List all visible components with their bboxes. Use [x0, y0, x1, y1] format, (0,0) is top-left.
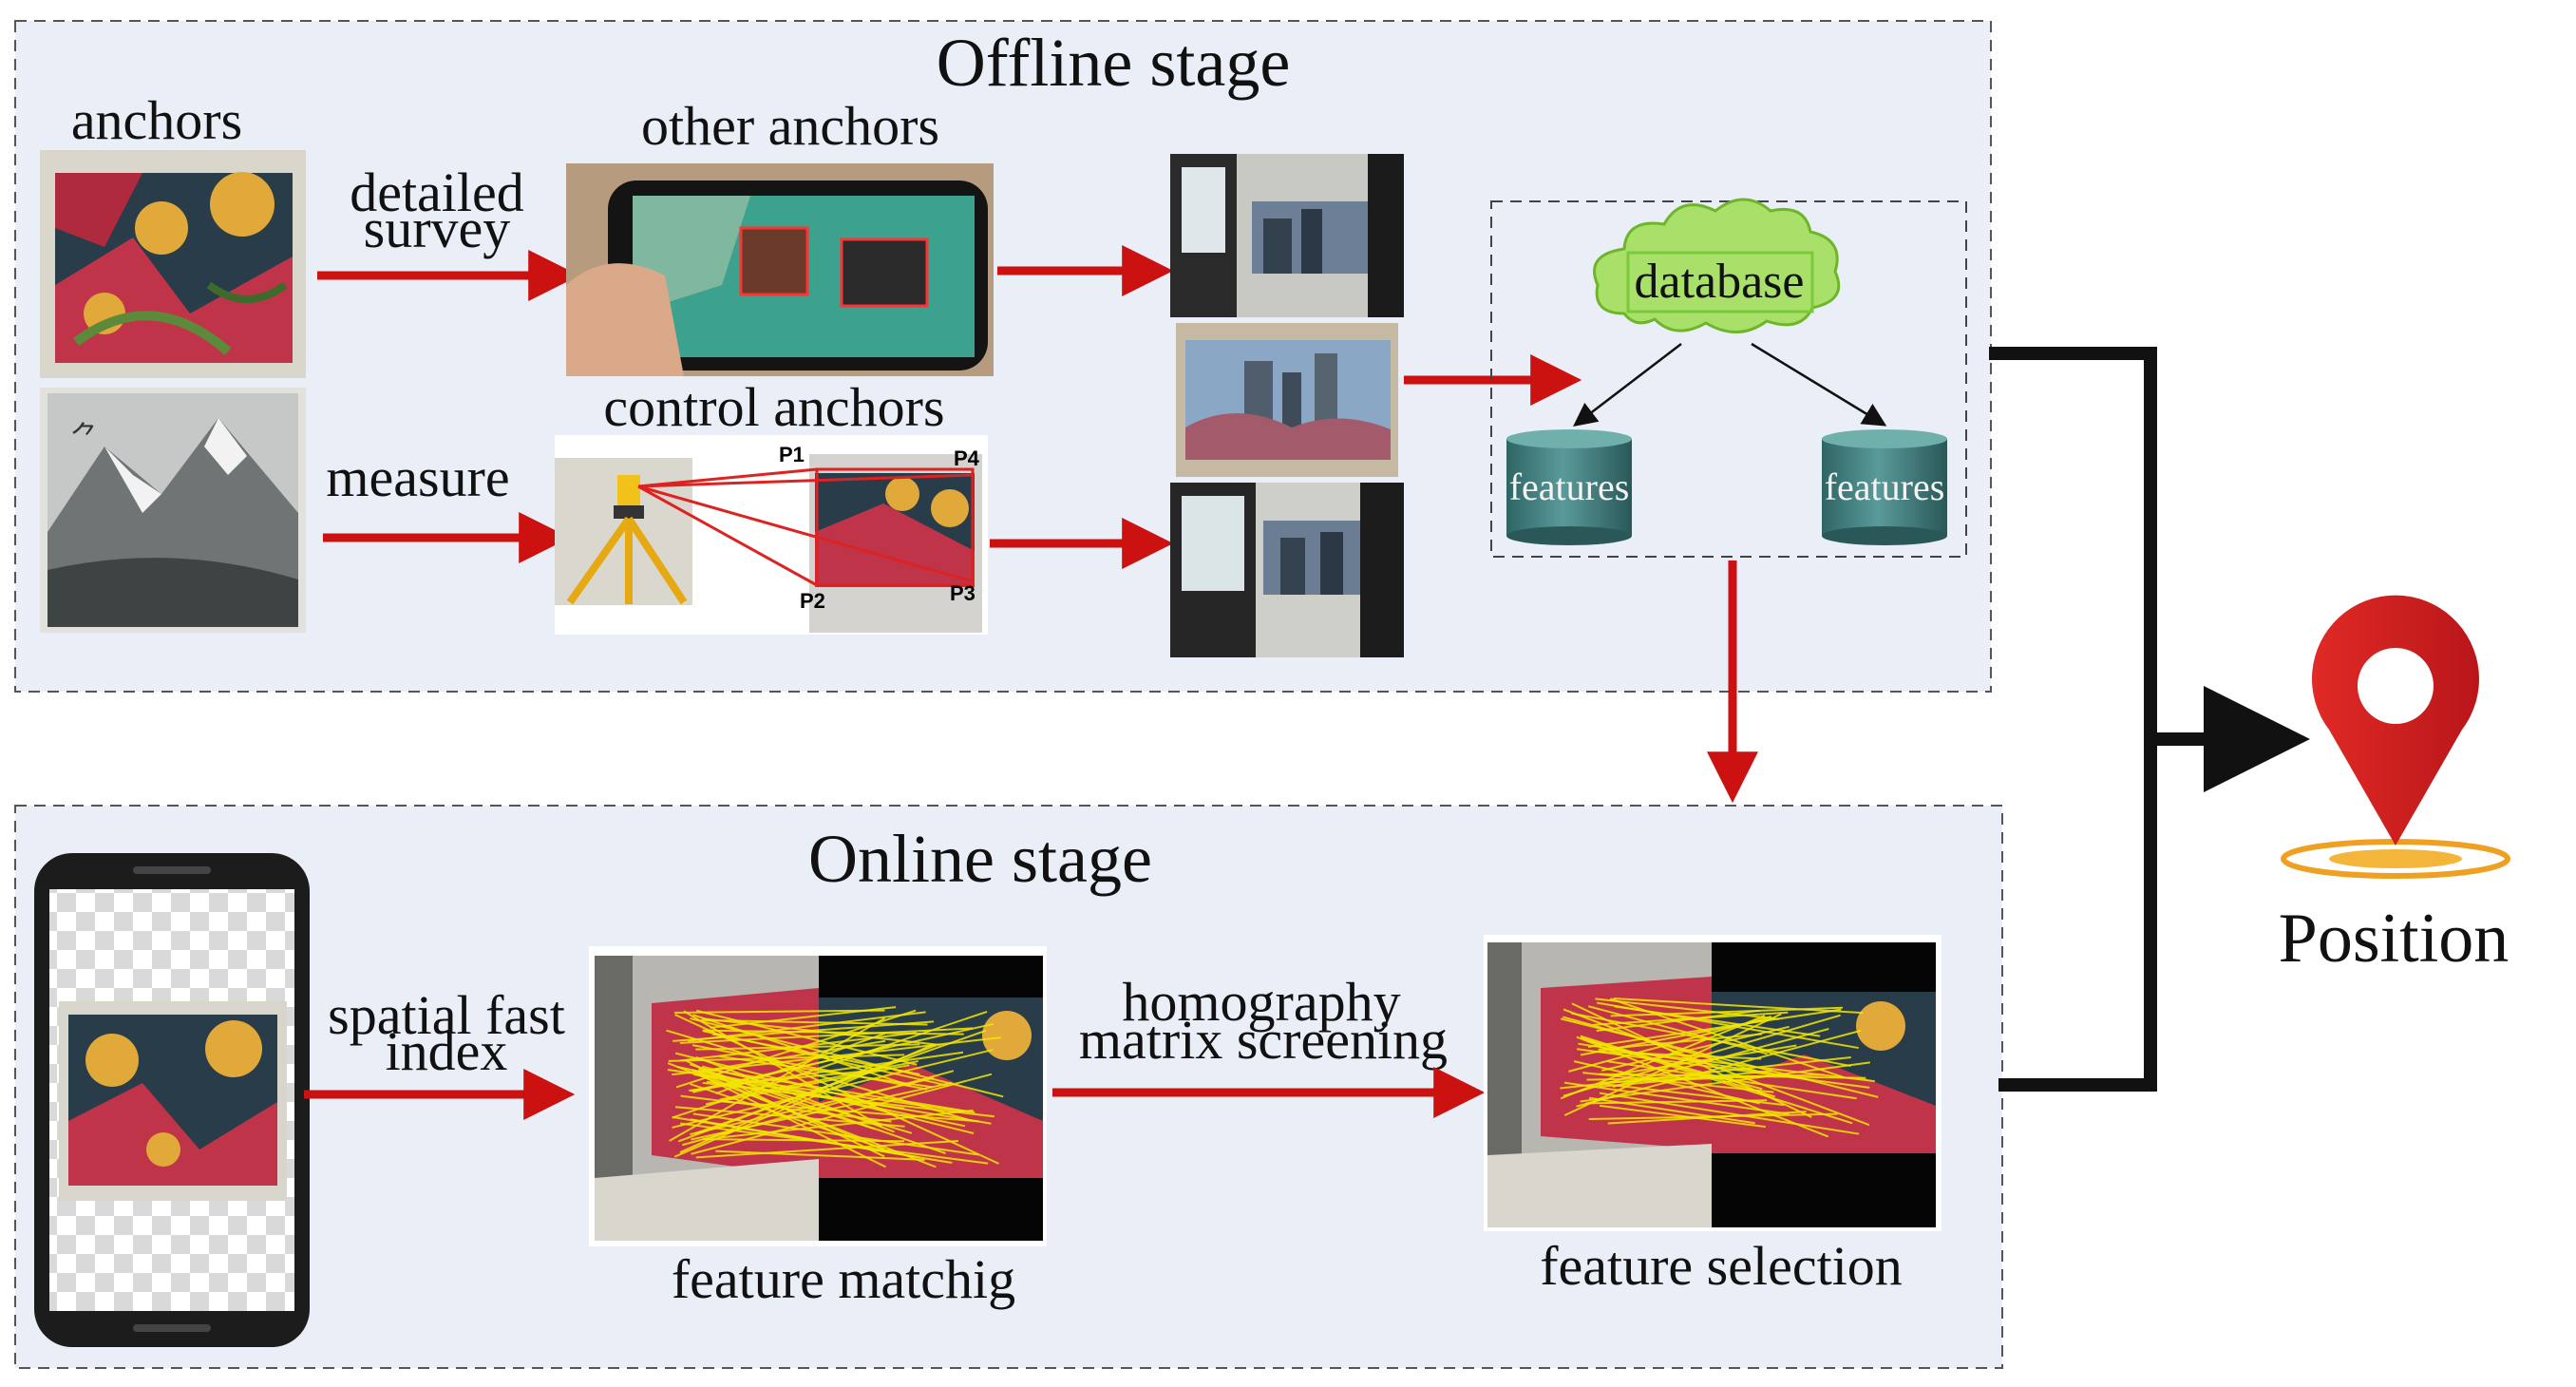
match-line: [1607, 1048, 1875, 1083]
match-line: [1598, 1033, 1762, 1051]
offline-output-connector: [1989, 347, 2157, 1092]
match-line: [674, 1106, 905, 1128]
match-line: [1614, 1005, 1821, 1037]
other-anchors-label: other anchors: [641, 95, 939, 157]
match-line: [717, 1100, 979, 1123]
point-label-p3: P3: [950, 581, 975, 605]
match-line: [679, 1027, 974, 1044]
match-line: [674, 1014, 999, 1165]
match-line: [1599, 1104, 1766, 1129]
database-to-features-left: [1573, 343, 1682, 428]
offline-stage-title: Offline stage: [937, 25, 1291, 101]
svg-text:⺈: ⺈: [70, 422, 99, 453]
online-stage-title: Online stage: [808, 821, 1152, 897]
features-label-right: features: [1825, 466, 1945, 508]
smartphone-image: [34, 853, 310, 1347]
match-line: [1607, 1111, 1807, 1125]
database-to-features-right: [1751, 342, 1887, 427]
features-cylinder-right: [1822, 429, 1947, 545]
match-line: [1563, 1081, 1790, 1115]
control-anchors-figure: [555, 435, 988, 635]
match-line: [699, 1067, 975, 1113]
anchor-painting-mountain: ⺈: [40, 388, 306, 633]
anchor-painting-flowers: [40, 150, 306, 378]
match-line: [1613, 998, 1864, 1015]
match-line: [691, 1073, 993, 1155]
match-line: [674, 1009, 885, 1014]
database-label: database: [1634, 255, 1804, 309]
match-line: [1599, 1070, 1773, 1088]
match-line: [719, 1060, 919, 1101]
match-line: [1599, 1092, 1860, 1135]
anchors-label: anchors: [71, 89, 242, 151]
match-line: [688, 1011, 926, 1042]
measure-label: measure: [326, 446, 509, 508]
match-line: [715, 1150, 925, 1161]
feature-matching-label: feature matchig: [672, 1248, 1015, 1310]
control-anchors-label: control anchors: [603, 376, 944, 438]
match-line: [672, 1115, 953, 1164]
match-line: [680, 1094, 892, 1123]
match-line: [1582, 1072, 1774, 1093]
match-line: [683, 1010, 882, 1128]
feature-selection-label: feature selection: [1540, 1235, 1903, 1297]
point-label-p4: P4: [954, 446, 980, 470]
match-line: [710, 1006, 897, 1029]
match-line: [695, 1140, 958, 1159]
spatial-fast-label-line1: spatial fast: [328, 984, 565, 1046]
match-line: [667, 1062, 937, 1168]
match-line: [672, 1010, 988, 1119]
match-line: [691, 1022, 994, 1092]
match-line: [1610, 1006, 1844, 1017]
match-line: [691, 1044, 928, 1091]
match-line: [705, 1064, 910, 1106]
features-cylinder-left: [1506, 429, 1632, 545]
feature-selection-lines: [1560, 998, 1879, 1138]
detailed-survey-label-line2: survey: [364, 198, 511, 259]
match-line: [679, 1064, 876, 1153]
match-line: [695, 1043, 920, 1051]
match-line: [1595, 1050, 1762, 1060]
spatial-fast-label-line2: index: [386, 1020, 508, 1082]
anchor-scene-image-1: [1170, 154, 1404, 317]
match-line: [680, 1032, 918, 1062]
match-line: [1587, 1005, 1768, 1055]
match-line: [1571, 1002, 1812, 1118]
feature-match-lines: [666, 1006, 1004, 1168]
match-line: [1576, 1029, 1862, 1108]
anchor-scene-image-3: [1170, 483, 1404, 657]
features-label-left: features: [1509, 466, 1630, 508]
match-line: [700, 1018, 928, 1026]
match-line: [692, 1112, 979, 1156]
database-cloud-icon: [1593, 198, 1841, 333]
point-label-p1: P1: [779, 443, 805, 466]
match-line: [1588, 1096, 1755, 1125]
match-line: [692, 1014, 912, 1087]
position-label: Position: [2279, 900, 2510, 978]
homography-label-line2: matrix screening: [1079, 1009, 1448, 1071]
match-line: [706, 1080, 905, 1110]
anchor-scene-image-2: [1176, 323, 1398, 477]
detailed-survey-label-line1: detailed: [350, 162, 524, 223]
match-line: [717, 1109, 974, 1139]
point-label-p2: P2: [800, 589, 825, 613]
match-line: [1587, 1008, 1842, 1049]
other-anchors-photo: [566, 163, 994, 376]
match-line: [694, 1029, 987, 1134]
match-line: [674, 1052, 879, 1106]
location-pin-icon: [2281, 595, 2510, 879]
homography-label-line1: homography: [1122, 971, 1400, 1033]
match-line: [1560, 1055, 1851, 1090]
match-line: [715, 1032, 886, 1094]
match-line: [672, 1048, 994, 1129]
match-line: [682, 1070, 955, 1147]
match-line: [710, 1039, 886, 1071]
match-line: [1560, 1017, 1879, 1098]
offline-stage-panel: [14, 20, 1992, 693]
match-line: [675, 1009, 917, 1089]
